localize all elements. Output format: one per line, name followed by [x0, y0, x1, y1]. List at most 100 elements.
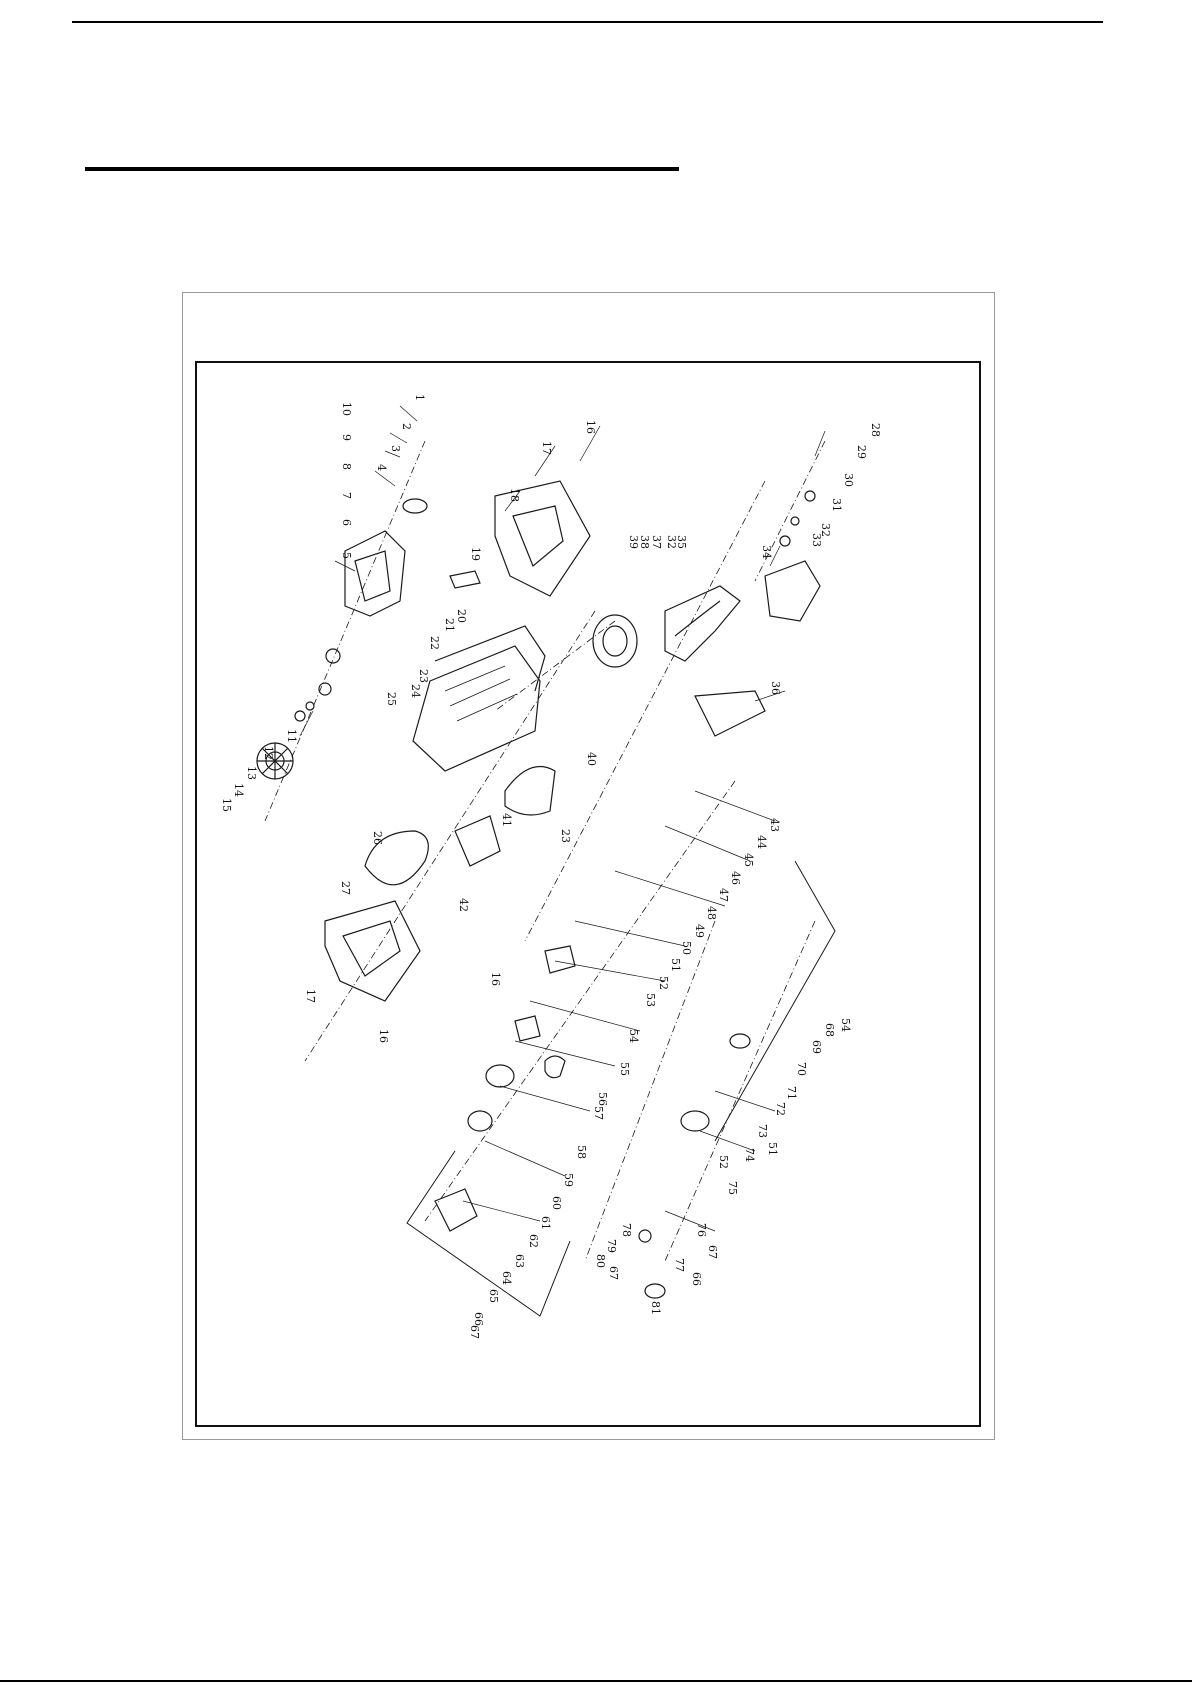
part-number-label: 30 [842, 473, 855, 487]
part-number-label: 67 [468, 1325, 481, 1339]
part-number-label: 2 [400, 423, 413, 430]
part-number-label: 39 [627, 535, 640, 549]
part-number-label: 77 [673, 1258, 686, 1272]
housing-front [413, 646, 540, 771]
drawing-parts [257, 441, 835, 1316]
part-number-label: 42 [457, 898, 470, 912]
part-number-label: 41 [500, 813, 513, 827]
footer-rule [0, 1680, 1192, 1682]
part-number-label: 66 [472, 1312, 485, 1326]
part-number-label: 12 [262, 746, 275, 760]
part-number-label: 59 [562, 1173, 575, 1187]
part-number-label: 52 [657, 976, 670, 990]
part-58-gear [486, 1065, 514, 1087]
part-number-label: 11 [285, 729, 298, 743]
part-number-label: 72 [774, 1102, 787, 1116]
part-number-label: 48 [705, 906, 718, 920]
part-number-label: 47 [717, 888, 730, 902]
part-number-label: 1 [413, 394, 426, 401]
part-number-label: 64 [500, 1271, 513, 1285]
part-number-label: 66 [690, 1272, 703, 1286]
exploded-parts-diagram: 1 2 3 4 5 6 7 8 9 10 11 12 13 14 15 16 1… [195, 361, 981, 1427]
part-34-handle [665, 586, 740, 661]
part-4 [403, 499, 427, 513]
part-number-label: 65 [487, 1289, 500, 1303]
part-number-label: 40 [585, 752, 598, 766]
part-number-label: 21 [443, 618, 456, 632]
part-number-label: 16 [489, 972, 502, 986]
part-number-label: 16 [377, 1029, 390, 1043]
part-number-label: 74 [743, 1148, 756, 1162]
part-number-label: 53 [644, 993, 657, 1007]
part-number-label: 13 [245, 766, 258, 780]
part-number-label: 31 [830, 498, 843, 512]
part-number-label: 45 [742, 853, 755, 867]
part-number-label: 67 [607, 1266, 620, 1280]
part-number-label: 23 [559, 829, 572, 843]
part-number-label: 60 [550, 1196, 563, 1210]
part-number-label: 75 [726, 1181, 739, 1195]
part-number-label: 26 [371, 831, 384, 845]
part-number-label: 81 [649, 1301, 662, 1315]
part-number-label: 58 [575, 1145, 588, 1159]
part-number-label: 57 [592, 1106, 605, 1120]
part-number-label: 22 [428, 636, 441, 650]
alignment-lines [265, 441, 825, 1261]
part-number-label: 54 [839, 1018, 852, 1032]
part-53 [545, 946, 575, 973]
part-number-label: 35 [675, 535, 688, 549]
part-number-label: 19 [469, 547, 482, 561]
part-number-label: 34 [760, 545, 773, 559]
part-number-label: 3 [389, 445, 402, 452]
part-number-label: 29 [855, 445, 868, 459]
leader-lines [300, 406, 825, 1231]
part-number-label: 23 [417, 669, 430, 683]
part-number-label: 33 [810, 533, 823, 547]
part-number-labels: 1 2 3 4 5 6 7 8 9 10 11 12 13 14 15 16 1… [220, 394, 882, 1339]
part-number-label: 79 [605, 1239, 618, 1253]
part-number-label: 5 [340, 552, 353, 559]
part-number-label: 50 [680, 941, 693, 955]
part-56 [545, 1056, 565, 1078]
bracket-lines [407, 861, 835, 1316]
part-number-label: 25 [385, 692, 398, 706]
part-number-label: 17 [540, 441, 553, 455]
section-title-underline [85, 167, 679, 171]
part-5-frame-inner [355, 551, 390, 601]
part-19 [450, 571, 480, 588]
part-number-label: 24 [409, 684, 422, 698]
part-69 [730, 1034, 750, 1048]
part-number-label: 8 [340, 463, 353, 470]
part-number-label: 56 [596, 1092, 609, 1106]
part-55 [515, 1016, 540, 1041]
part-number-label: 80 [594, 1254, 607, 1268]
part-number-label: 46 [729, 871, 742, 885]
part-number-label: 7 [340, 492, 353, 499]
part-number-label: 61 [539, 1216, 552, 1230]
part-number-label: 27 [339, 881, 352, 895]
part-number-label: 52 [717, 1155, 730, 1169]
part-number-label: 10 [340, 402, 353, 416]
part-number-label: 18 [508, 488, 521, 502]
part-number-label: 51 [766, 1142, 779, 1156]
part-number-label: 6 [340, 519, 353, 526]
part-61 [435, 1189, 477, 1231]
part-27-cover [325, 901, 420, 1001]
part-number-label: 43 [768, 818, 781, 832]
part-number-label: 16 [584, 420, 597, 434]
part-number-label: 44 [755, 835, 768, 849]
part-73 [681, 1111, 709, 1131]
part-number-label: 76 [695, 1223, 708, 1237]
part-number-label: 51 [669, 958, 682, 972]
part-number-label: 17 [304, 989, 317, 1003]
part-41-gearbox [455, 816, 500, 866]
part-number-label: 62 [527, 1234, 540, 1248]
part-number-label: 70 [795, 1062, 808, 1076]
part-33-bracket [765, 561, 820, 621]
part-number-label: 63 [513, 1254, 526, 1268]
part-number-label: 14 [232, 783, 245, 797]
part-number-label: 69 [810, 1040, 823, 1054]
part-37-disc [593, 615, 637, 667]
part-number-label: 49 [693, 924, 706, 938]
part-number-label: 28 [869, 423, 882, 437]
